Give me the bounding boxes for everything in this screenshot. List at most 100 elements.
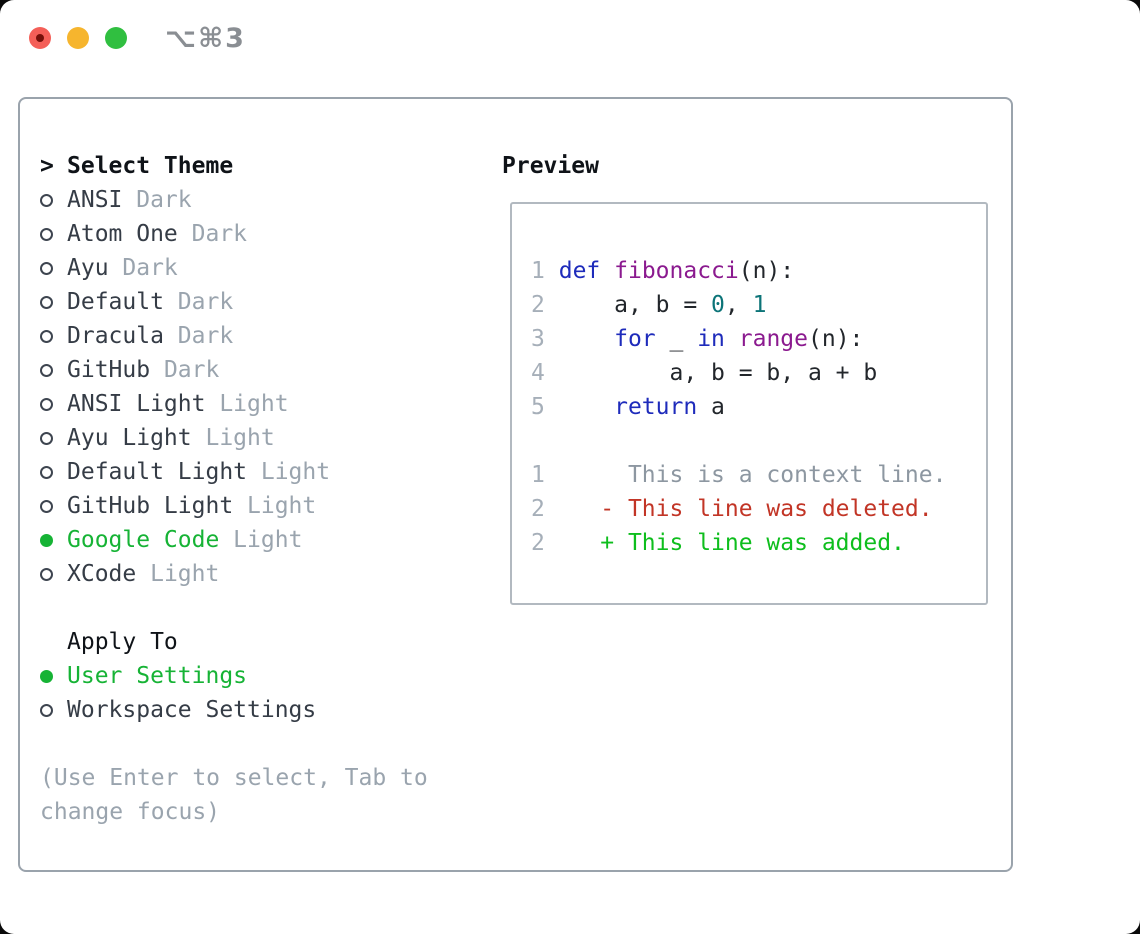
apply-to-option[interactable]: Workspace Settings (40, 693, 475, 727)
line-number: 1 (531, 462, 545, 488)
preview-heading: Preview (502, 153, 599, 179)
blank-line (531, 424, 946, 458)
token-plain: _ (655, 326, 698, 352)
prompt-icon: > (40, 153, 54, 179)
theme-option[interactable]: GitHub Dark (40, 353, 475, 387)
diff-line-added: 2 + This line was added. (531, 526, 946, 560)
token-keyword: return (614, 394, 698, 420)
titlebar: ⌥⌘3 (29, 23, 246, 54)
option-label: Default (67, 289, 164, 315)
theme-option[interactable]: Dracula Dark (40, 319, 475, 353)
theme-option[interactable]: Google Code Light (40, 523, 475, 557)
selected-radio-icon (40, 533, 67, 547)
option-tag: Light (136, 561, 220, 587)
option-label: Ayu Light (67, 425, 192, 451)
option-tag: Dark (163, 323, 234, 349)
option-tag: Light (219, 527, 303, 553)
token-plain (600, 258, 614, 284)
theme-option[interactable]: Ayu Light Light (40, 421, 475, 455)
theme-option[interactable]: Atom One Dark (40, 217, 475, 251)
select-theme-heading: Select Theme (67, 153, 234, 179)
token-plain (559, 326, 614, 352)
help-text: (Use Enter to select, Tab to change focu… (40, 765, 428, 825)
code-line: 4 a, b = b, a + b (531, 356, 946, 390)
option-tag: Light (233, 493, 317, 519)
token-deleted: - This line was deleted. (558, 496, 933, 522)
radio-icon (40, 465, 67, 479)
option-tag: Dark (150, 357, 220, 383)
close-button[interactable] (29, 27, 51, 49)
theme-option[interactable]: Ayu Dark (40, 251, 475, 285)
diff-line-context: 1 This is a context line. (531, 458, 946, 492)
token-added: + This line was added. (558, 530, 905, 556)
token-keyword: for (614, 326, 656, 352)
option-label: Ayu (67, 255, 109, 281)
code-line: 5 return a (531, 390, 946, 424)
option-tag: Light (247, 459, 331, 485)
token-plain: , (724, 292, 753, 318)
option-label: ANSI Light (67, 391, 206, 417)
option-label: XCode (67, 561, 137, 587)
select-theme-heading-row: > Select Theme (40, 149, 475, 183)
token-plain: (n): (808, 326, 864, 352)
option-label: GitHub (67, 357, 151, 383)
token-keyword: def (558, 258, 601, 284)
radio-icon (40, 227, 67, 241)
theme-option[interactable]: Default Dark (40, 285, 475, 319)
theme-option[interactable]: GitHub Light Light (40, 489, 475, 523)
option-label: Workspace Settings (67, 697, 317, 723)
window-title: ⌥⌘3 (165, 22, 246, 54)
token-plain (725, 326, 739, 352)
token-plain: a, b = b, a + b (558, 360, 878, 386)
radio-icon (40, 295, 67, 309)
token-number: 0 (711, 292, 725, 318)
radio-icon (40, 567, 67, 581)
token-plain: a, b = (558, 292, 712, 318)
radio-icon (40, 363, 67, 377)
theme-option[interactable]: Default Light Light (40, 455, 475, 489)
line-number: 2 (531, 292, 545, 318)
radio-icon (40, 397, 67, 411)
token-plain: (n): (738, 258, 795, 284)
radio-icon (40, 499, 67, 513)
theme-option[interactable]: ANSI Light Light (40, 387, 475, 421)
code-line: 3 for _ in range(n): (531, 322, 946, 356)
token-plain (559, 394, 614, 420)
line-number: 5 (531, 394, 545, 420)
selected-radio-icon (40, 669, 67, 683)
radio-icon (40, 193, 67, 207)
section-spacer (40, 727, 475, 761)
radio-icon (40, 703, 67, 717)
apply-to-option[interactable]: User Settings (40, 659, 475, 693)
token-keyword: in (697, 326, 725, 352)
option-tag: Dark (163, 289, 234, 315)
option-label: GitHub Light (67, 493, 234, 519)
radio-icon (40, 431, 67, 445)
token-number: 1 (752, 292, 767, 318)
token-plain: a (697, 394, 725, 420)
maximize-button[interactable] (105, 27, 127, 49)
minimize-button[interactable] (67, 27, 89, 49)
option-label: Atom One (67, 221, 178, 247)
option-label: Default Light (67, 459, 248, 485)
code-line: 2 a, b = 0, 1 (531, 288, 946, 322)
line-number: 3 (531, 326, 545, 352)
radio-icon (40, 261, 67, 275)
radio-icon (40, 329, 67, 343)
diff-line-deleted: 2 - This line was deleted. (531, 492, 946, 526)
theme-option[interactable]: ANSI Dark (40, 183, 475, 217)
option-label: Dracula (67, 323, 164, 349)
option-label: Google Code (67, 527, 220, 553)
option-label: User Settings (67, 663, 248, 689)
option-tag: Dark (108, 255, 178, 281)
token-context: This is a context line. (558, 462, 947, 488)
option-tag: Dark (177, 221, 248, 247)
line-number: 1 (531, 258, 545, 284)
theme-option[interactable]: XCode Light (40, 557, 475, 591)
